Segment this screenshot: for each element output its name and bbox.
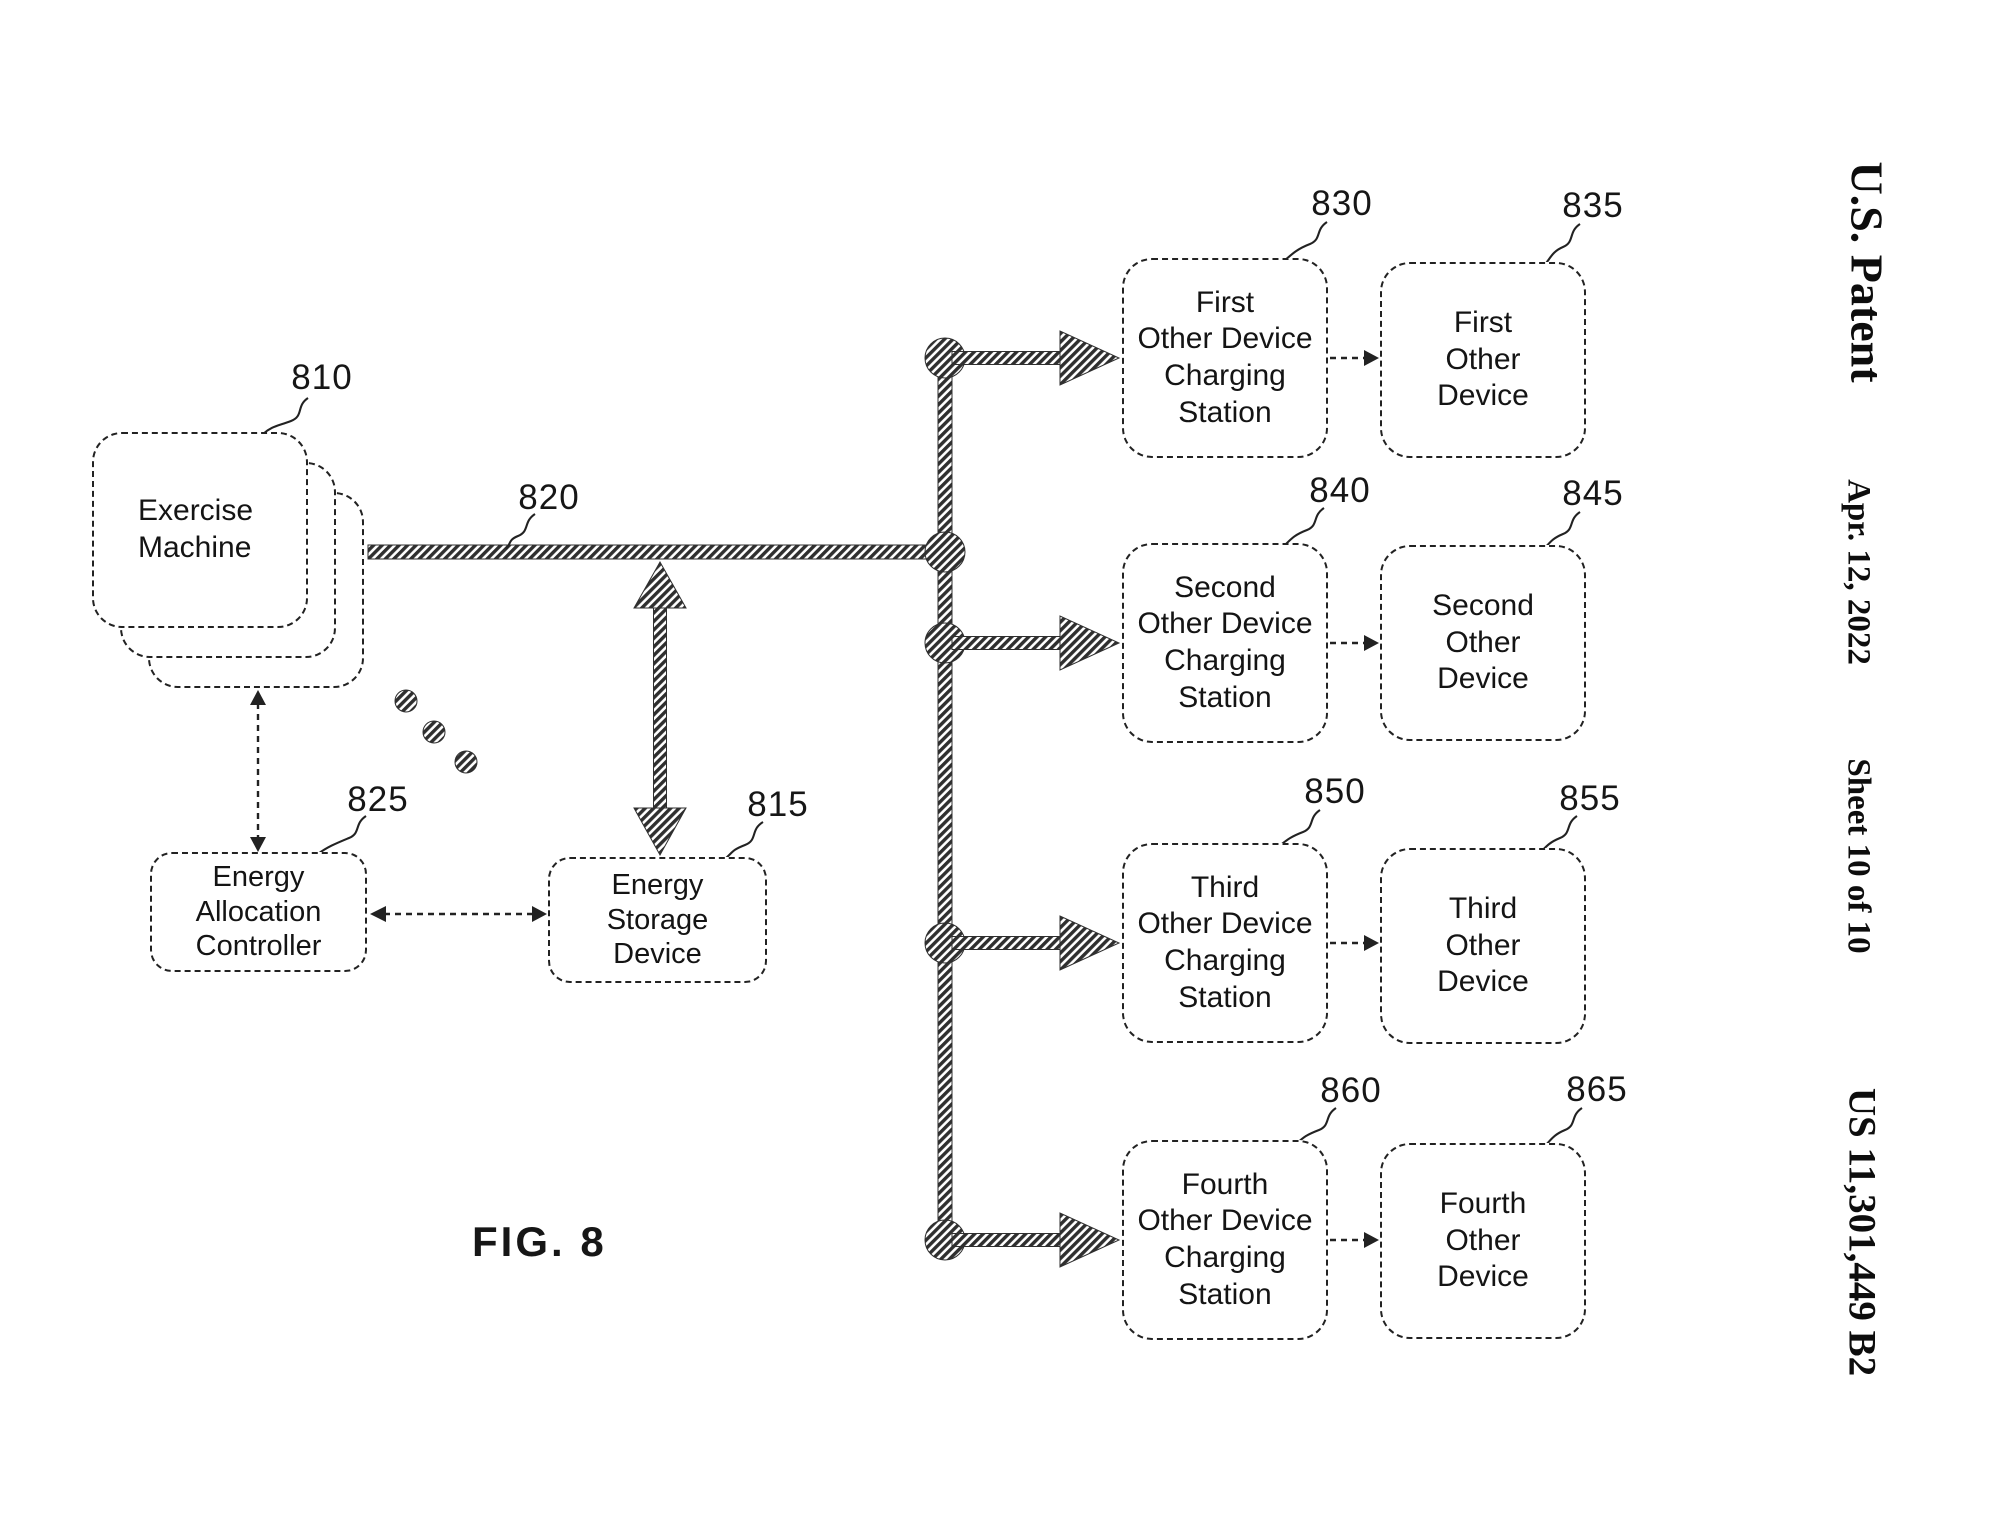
ref-810: 810 — [291, 358, 353, 397]
bus-to-station-arrows — [951, 330, 1121, 1268]
controller-storage-arrow — [370, 906, 547, 922]
ellipsis-dots — [394, 689, 478, 774]
bus-node — [924, 531, 966, 573]
ref-835: 835 — [1562, 186, 1624, 225]
ref-860: 860 — [1320, 1071, 1382, 1110]
ref-820: 820 — [518, 478, 580, 517]
second-other-device-box: Second Other Device — [1380, 545, 1586, 741]
fourth-charging-station-box: Fourth Other Device Charging Station — [1122, 1140, 1328, 1340]
station-to-device-arrows — [1330, 350, 1379, 1248]
ref-845: 845 — [1562, 474, 1624, 513]
first-charging-station-box: First Other Device Charging Station — [1122, 258, 1328, 458]
ref-815: 815 — [747, 785, 809, 824]
power-bus — [367, 337, 966, 1261]
patent-publication-number: US 11,301,449 B2 — [1840, 1087, 1884, 1377]
energy-allocation-controller-box: Energy Allocation Controller — [150, 852, 367, 972]
patent-date: Apr. 12, 2022 — [1840, 479, 1877, 665]
ref-825: 825 — [347, 780, 409, 819]
ref-865: 865 — [1566, 1070, 1628, 1109]
ref-840: 840 — [1309, 471, 1371, 510]
second-charging-station-box: Second Other Device Charging Station — [1122, 543, 1328, 743]
exercise-machine-box: Exercise Machine — [92, 432, 308, 628]
machine-controller-arrow — [250, 690, 266, 852]
ref-855: 855 — [1559, 779, 1621, 818]
patent-sheet-number: Sheet 10 of 10 — [1840, 758, 1877, 954]
patent-office-label: U.S. Patent — [1841, 161, 1893, 383]
fourth-other-device-box: Fourth Other Device — [1380, 1143, 1586, 1339]
first-other-device-box: First Other Device — [1380, 262, 1586, 458]
bus-storage-double-arrow — [633, 560, 687, 857]
energy-storage-device-box: Energy Storage Device — [548, 857, 767, 983]
ref-850: 850 — [1304, 772, 1366, 811]
ref-830: 830 — [1311, 184, 1373, 223]
figure-caption: FIG. 8 — [472, 1218, 607, 1265]
third-other-device-box: Third Other Device — [1380, 848, 1586, 1044]
third-charging-station-box: Third Other Device Charging Station — [1122, 843, 1328, 1043]
leader-lines — [262, 221, 1583, 1149]
